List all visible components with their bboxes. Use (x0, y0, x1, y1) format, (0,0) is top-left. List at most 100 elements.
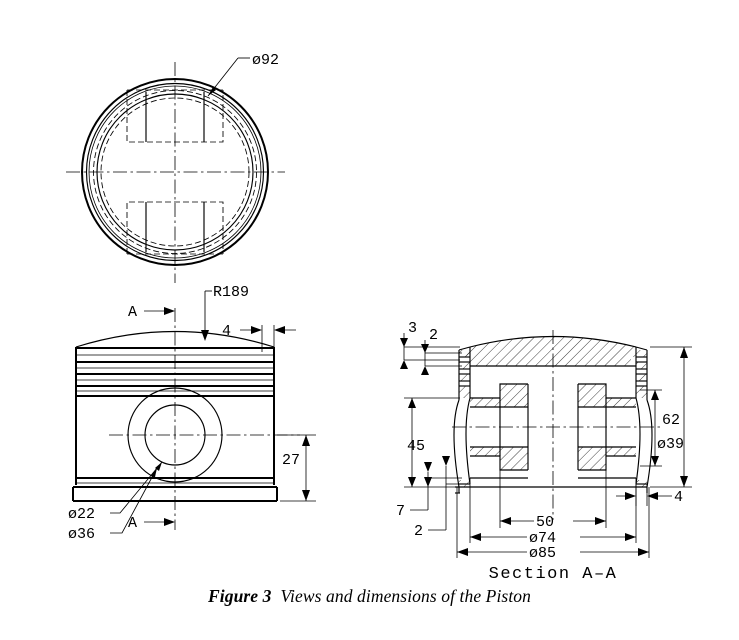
dim-arrow-27-top (302, 435, 310, 446)
piston-hidden-inner-circle-1 (93, 90, 257, 254)
dim-pin-height-27: 27 (277, 434, 316, 502)
dim-arrow-d85-right (638, 548, 649, 556)
dim-arrow-2-lower-up (442, 456, 450, 466)
section-mark-bottom: A (128, 515, 175, 532)
dim-label-pin-axis-height: 45 (407, 438, 425, 455)
piston-crown-arc (75, 330, 275, 348)
section-crown-top-arc (469, 335, 637, 348)
dim-skirt-2: 2 (414, 456, 466, 540)
section-view-label: Section A–A (489, 565, 618, 584)
dim-overall-height-62: 62 (650, 346, 692, 488)
dim-label-outer-diameter: ø92 (252, 52, 279, 69)
dim-pin-bore-leader: ø22 (68, 461, 163, 523)
left-boss-hatch-lower (470, 447, 528, 470)
leader-arrow-d92 (208, 87, 216, 96)
leader-arrow-r189 (201, 330, 209, 341)
dim-arrow-d39-top (651, 390, 659, 400)
top-view-lower-boss (126, 201, 224, 255)
dim-skirt-7: 7 (396, 462, 462, 520)
left-boss-upper-outline (470, 383, 528, 399)
dim-pin-axis-height-45: 45 (404, 397, 460, 488)
right-wall-hatch-2 (636, 362, 647, 369)
right-skirt-outer-curve (646, 399, 653, 488)
section-mark-top: A (128, 304, 175, 321)
dim-arrow-2-down (421, 366, 429, 375)
dim-outer-diameter-leader (207, 57, 250, 97)
section-skirt-bottom (455, 477, 648, 494)
dim-label-boss-width: 50 (536, 514, 554, 531)
dim-arrow-7-up (424, 462, 432, 472)
section-left-wall (453, 346, 471, 488)
right-skirt-inner-curve (635, 397, 641, 485)
pin-bore-circle-inner (144, 404, 206, 466)
dim-arrow-4s-left (625, 492, 636, 500)
dim-label-pin-height: 27 (282, 452, 300, 469)
dim-label-boss-bore: ø36 (68, 526, 95, 543)
dim-skirt-diameter-85: ø85 (456, 487, 650, 562)
leader-line-d22 (110, 461, 163, 514)
dim-inner-diameter-74: ø74 (469, 478, 637, 547)
left-skirt-outer-curve (453, 399, 460, 488)
dim-crown-radius-leader (201, 290, 212, 341)
dim-arrow-4-left (251, 326, 262, 334)
dim-arrow-4-right (274, 326, 285, 334)
dim-label-overall-height: 62 (662, 412, 680, 429)
dim-crown-land-4: 4 (222, 323, 296, 352)
right-boss-hatch-upper (578, 384, 636, 407)
upper-boss-hidden-outline (126, 90, 224, 143)
pin-boss-circle-outer (127, 387, 223, 483)
piston-crown-land-circle (85, 82, 265, 262)
figure-caption: Figure 3 Views and dimensions of the Pist… (0, 586, 739, 607)
top-view-upper-boss (126, 89, 224, 143)
left-wall-top-face (458, 346, 471, 351)
dim-arrow-50-left (500, 517, 511, 525)
dim-label-inner-diameter: ø74 (529, 530, 556, 547)
left-wall-hatch-2 (459, 362, 470, 369)
dim-arrow-3-up (400, 338, 408, 347)
right-wall-hatch-3 (636, 374, 647, 381)
section-mark-top-label: A (128, 304, 137, 321)
right-boss-hatch-lower (578, 447, 636, 470)
left-wall-hatch-1 (459, 350, 470, 357)
dim-bore-diameter-39: ø39 (640, 389, 684, 467)
piston-outer-circle (81, 78, 269, 266)
dim-arrow-62-bottom (680, 476, 688, 487)
section-right-pin-boss (577, 383, 636, 471)
section-left-pin-boss (470, 383, 529, 471)
dim-groove-2-top: 2 (421, 327, 462, 375)
figure-title: Views and dimensions of the Piston (280, 586, 532, 606)
dim-label-crown-radius: R189 (213, 284, 249, 301)
dim-arrow-27-bottom (302, 490, 310, 501)
right-wall-hatch-1 (636, 350, 647, 357)
left-boss-lower-outline (470, 455, 528, 471)
dim-label-crown-land: 4 (222, 323, 231, 340)
left-skirt-inner-curve (465, 397, 471, 485)
right-boss-lower-outline (578, 455, 636, 471)
lower-boss-hidden-outline (126, 201, 224, 254)
dim-arrow-d85-left (457, 548, 468, 556)
front-view-skirt-bottom (72, 477, 278, 502)
dim-arrow-62-top (680, 347, 688, 358)
left-wall-hatch-4 (459, 386, 470, 398)
dim-arrow-d74-right (625, 533, 636, 541)
dim-label-wall-4: 4 (674, 489, 683, 506)
dim-label-skirt-2: 2 (414, 523, 423, 540)
front-view-ring-grooves (76, 347, 274, 397)
piston-hidden-inner-circle-2 (100, 97, 250, 247)
dim-arrow-d74-left (470, 533, 481, 541)
left-boss-hatch-upper (470, 384, 528, 407)
dim-arrow-45-top (408, 398, 416, 408)
right-boss-upper-outline (578, 383, 636, 399)
crown-hatch-fill (466, 336, 636, 366)
dim-arrow-d39-bottom (651, 456, 659, 466)
top-view: ø92 (66, 52, 285, 283)
section-mark-bottom-arrow (164, 518, 175, 526)
dim-arrow-45-bottom (408, 477, 416, 487)
right-wall-hatch-4 (636, 386, 647, 398)
figure-number: Figure 3 (207, 586, 272, 606)
dim-label-bore-diameter: ø39 (657, 436, 684, 453)
dim-label-pin-bore: ø22 (68, 506, 95, 523)
dim-arrow-3-down (400, 360, 408, 369)
